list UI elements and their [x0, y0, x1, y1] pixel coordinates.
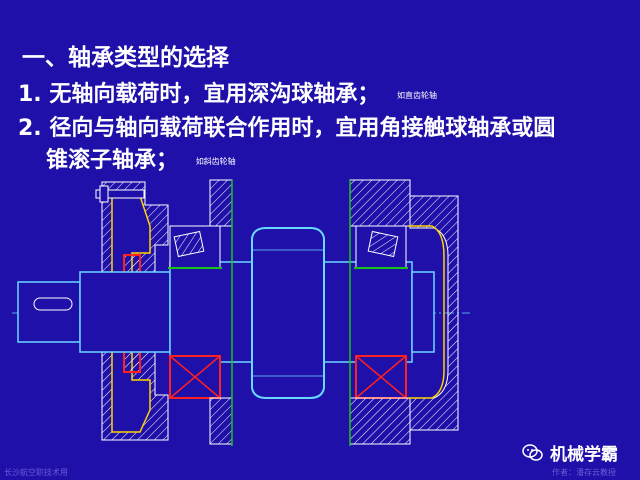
left-bearing: [168, 225, 222, 399]
item-2-note: 如斜齿轮轴: [195, 156, 236, 166]
footer-right: 作者：潘存云教授: [552, 468, 616, 477]
footer-left: 长沙航空职技术用: [4, 468, 68, 477]
bearing-assembly-drawing: [12, 179, 470, 446]
watermark-text: 机械学霸: [550, 445, 618, 465]
shaft: [17, 261, 435, 363]
item-2-line-2: 锥滚子轴承； 如斜齿轮轴: [46, 142, 236, 174]
watermark: 机械学霸: [522, 440, 618, 465]
right-end-cap: [408, 195, 459, 431]
gear: [251, 227, 325, 399]
slide-heading: 一、轴承类型的选择: [22, 45, 229, 71]
housing-walls: [209, 179, 411, 446]
item-1: 1. 无轴向载荷时，宜用深沟球轴承； 如直齿轮轴: [18, 76, 437, 108]
wechat-icon: [522, 443, 543, 461]
bolt: [95, 189, 145, 199]
item-2-line-2-text: 锥滚子轴承；: [46, 148, 179, 173]
item-1-text: 1. 无轴向载荷时，宜用深沟球轴承；: [18, 82, 380, 107]
item-2-line-1: 2. 径向与轴向载荷联合作用时，宜用角接触球轴承或圆: [18, 116, 556, 141]
item-1-note: 如直齿轮轴: [397, 90, 437, 100]
